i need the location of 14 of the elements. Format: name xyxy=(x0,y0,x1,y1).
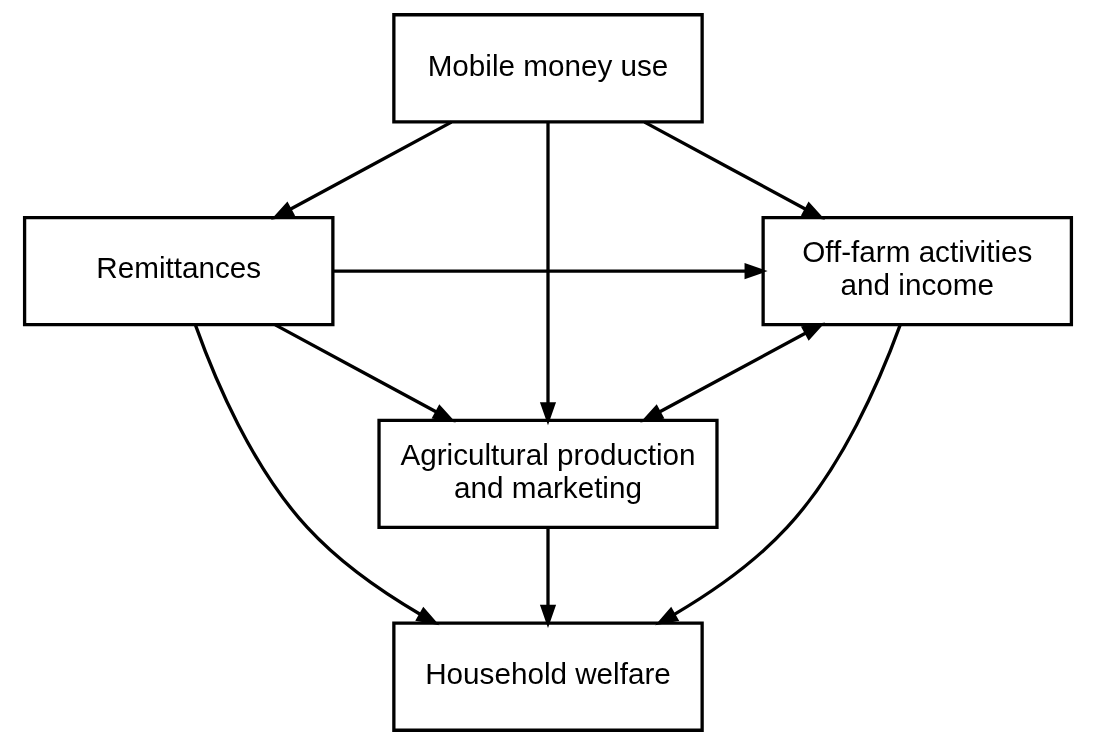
arrow xyxy=(639,322,825,423)
arrow xyxy=(539,122,556,426)
node-box: Off-farm activities and income xyxy=(761,215,1073,327)
node-box: Agricultural production and marketing xyxy=(376,418,719,530)
node-box: Mobile money use xyxy=(391,13,704,124)
node-box: Remittances xyxy=(22,215,334,327)
arrow xyxy=(193,324,439,626)
arrow xyxy=(274,323,456,423)
arrow xyxy=(270,120,452,220)
node-box: Household welfare xyxy=(391,621,704,732)
arrow xyxy=(332,263,768,280)
arrow xyxy=(539,527,556,628)
arrow xyxy=(654,324,902,626)
arrow xyxy=(643,120,825,220)
